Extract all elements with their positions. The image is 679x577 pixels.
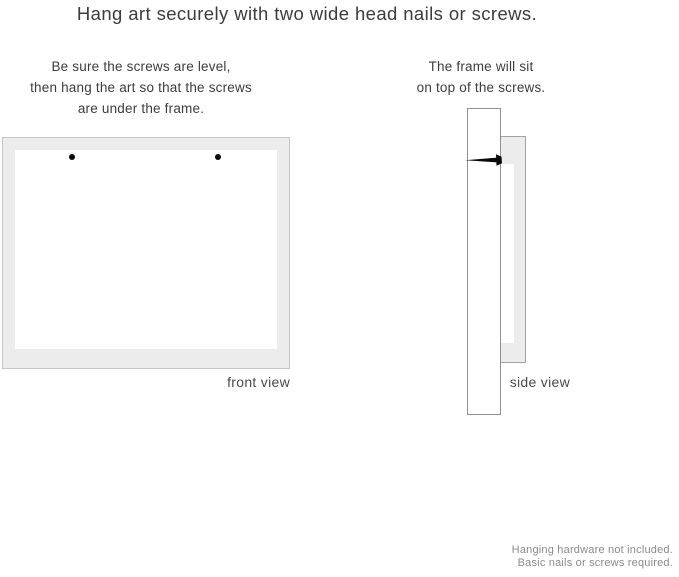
front-instruction-line: Be sure the screws are level, <box>51 59 231 74</box>
nail-icon <box>465 154 502 166</box>
side-instruction-line: on top of the screws. <box>416 80 546 95</box>
footnote-line: Hanging hardware not included. <box>511 544 673 556</box>
front-instruction-line: are under the frame. <box>77 101 205 116</box>
footnote: Hanging hardware not included. Basic nai… <box>429 544 673 570</box>
front-view-art-area <box>15 150 277 349</box>
side-view-label: side view <box>509 374 570 390</box>
side-view-frame-recess <box>501 164 514 343</box>
front-instruction-line: then hang the art so that the screws <box>30 80 252 95</box>
front-view-label: front view <box>227 374 290 390</box>
nail-head-dot-left <box>69 154 75 160</box>
front-view-frame <box>2 137 290 369</box>
nail-head-dot-right <box>215 154 221 160</box>
side-instruction: The frame will sit on top of the screws. <box>381 56 581 98</box>
page-title: Hang art securely with two wide head nai… <box>76 3 538 24</box>
footnote-line: Basic nails or screws required. <box>517 557 673 569</box>
side-instruction-line: The frame will sit <box>428 59 534 74</box>
front-instruction: Be sure the screws are level, then hang … <box>11 56 271 119</box>
side-view-frame <box>500 136 526 363</box>
